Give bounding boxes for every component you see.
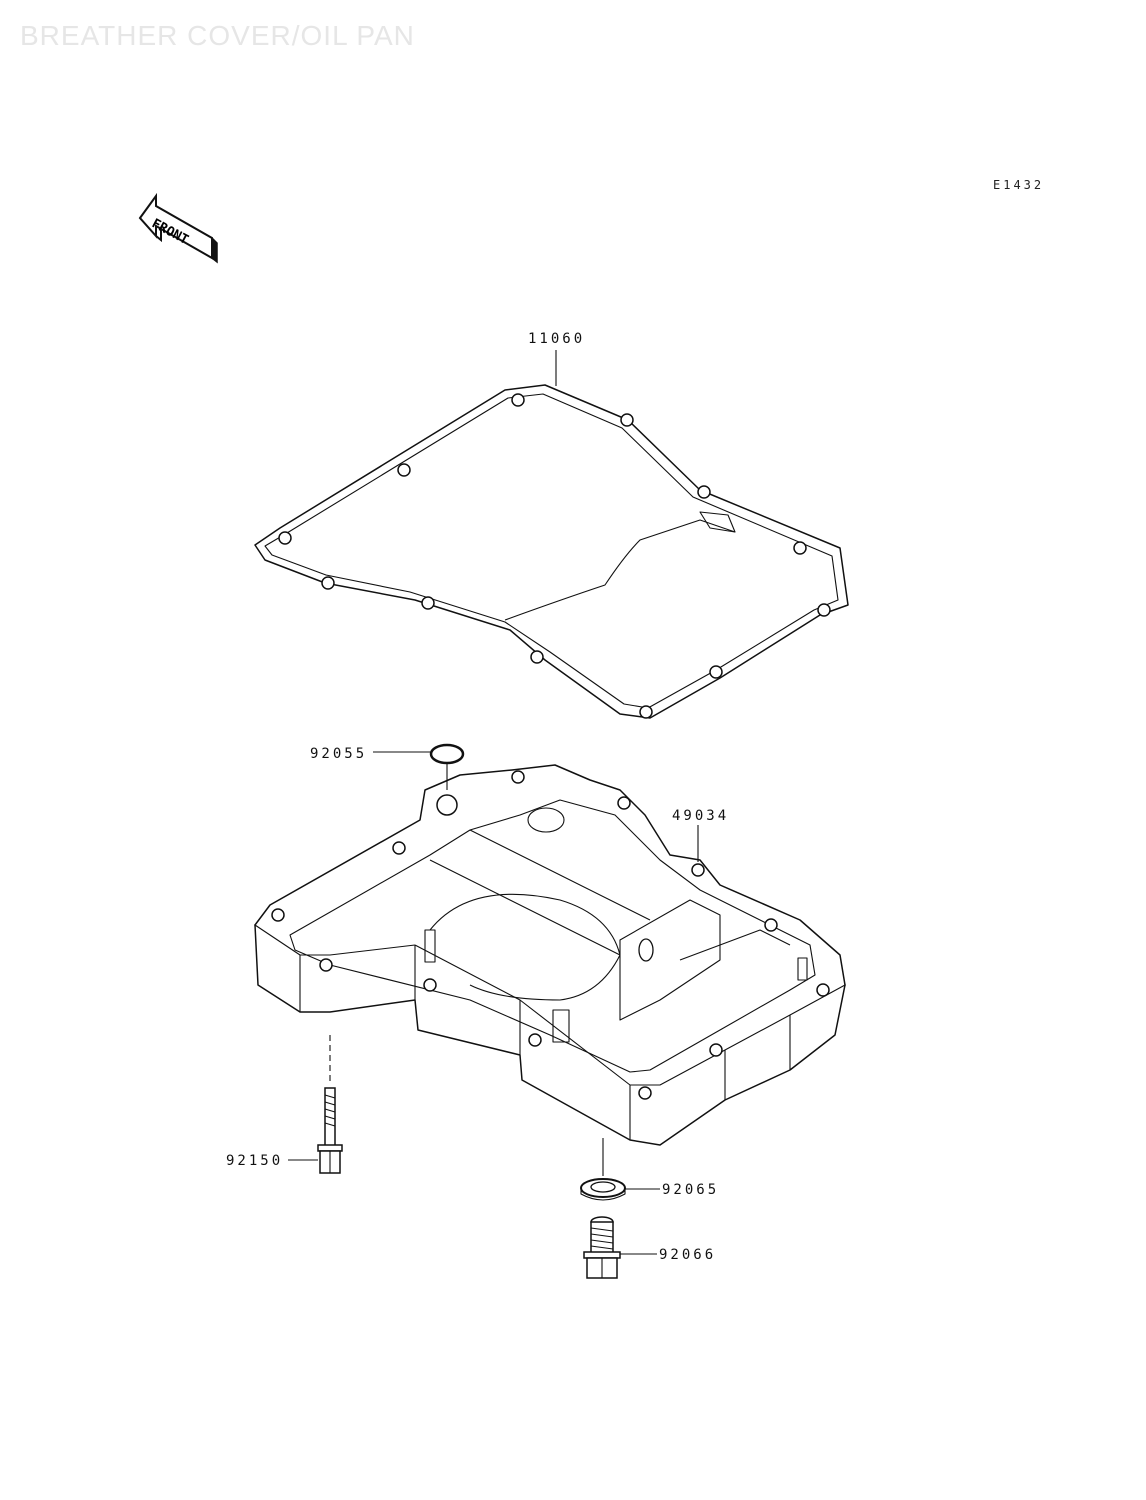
gasket-bolt-holes xyxy=(278,393,831,719)
washer-92065: 92065 xyxy=(580,1138,719,1201)
front-arrow-icon: FRONT xyxy=(138,192,218,264)
page-title: BREATHER COVER/OIL PAN xyxy=(20,20,415,51)
part-label-gasket: 11060 xyxy=(528,331,585,347)
part-label-bolt: 92150 xyxy=(226,1153,283,1169)
oring-92055: 92055 xyxy=(310,743,465,790)
diagram-code: E1432 xyxy=(993,178,1045,192)
oil-pan-49034: 49034 xyxy=(254,764,846,1146)
part-label-drain-plug: 92066 xyxy=(659,1247,716,1263)
part-label-oring: 92055 xyxy=(310,746,367,762)
part-label-oil-pan: 49034 xyxy=(672,808,729,824)
drain-plug-92066: 92066 xyxy=(583,1216,716,1279)
gasket-11060: 11060 xyxy=(254,331,849,719)
bolt-92150: 92150 xyxy=(226,1035,343,1174)
oil-pan-bolt-holes xyxy=(271,770,830,1100)
part-label-washer: 92065 xyxy=(662,1182,719,1198)
